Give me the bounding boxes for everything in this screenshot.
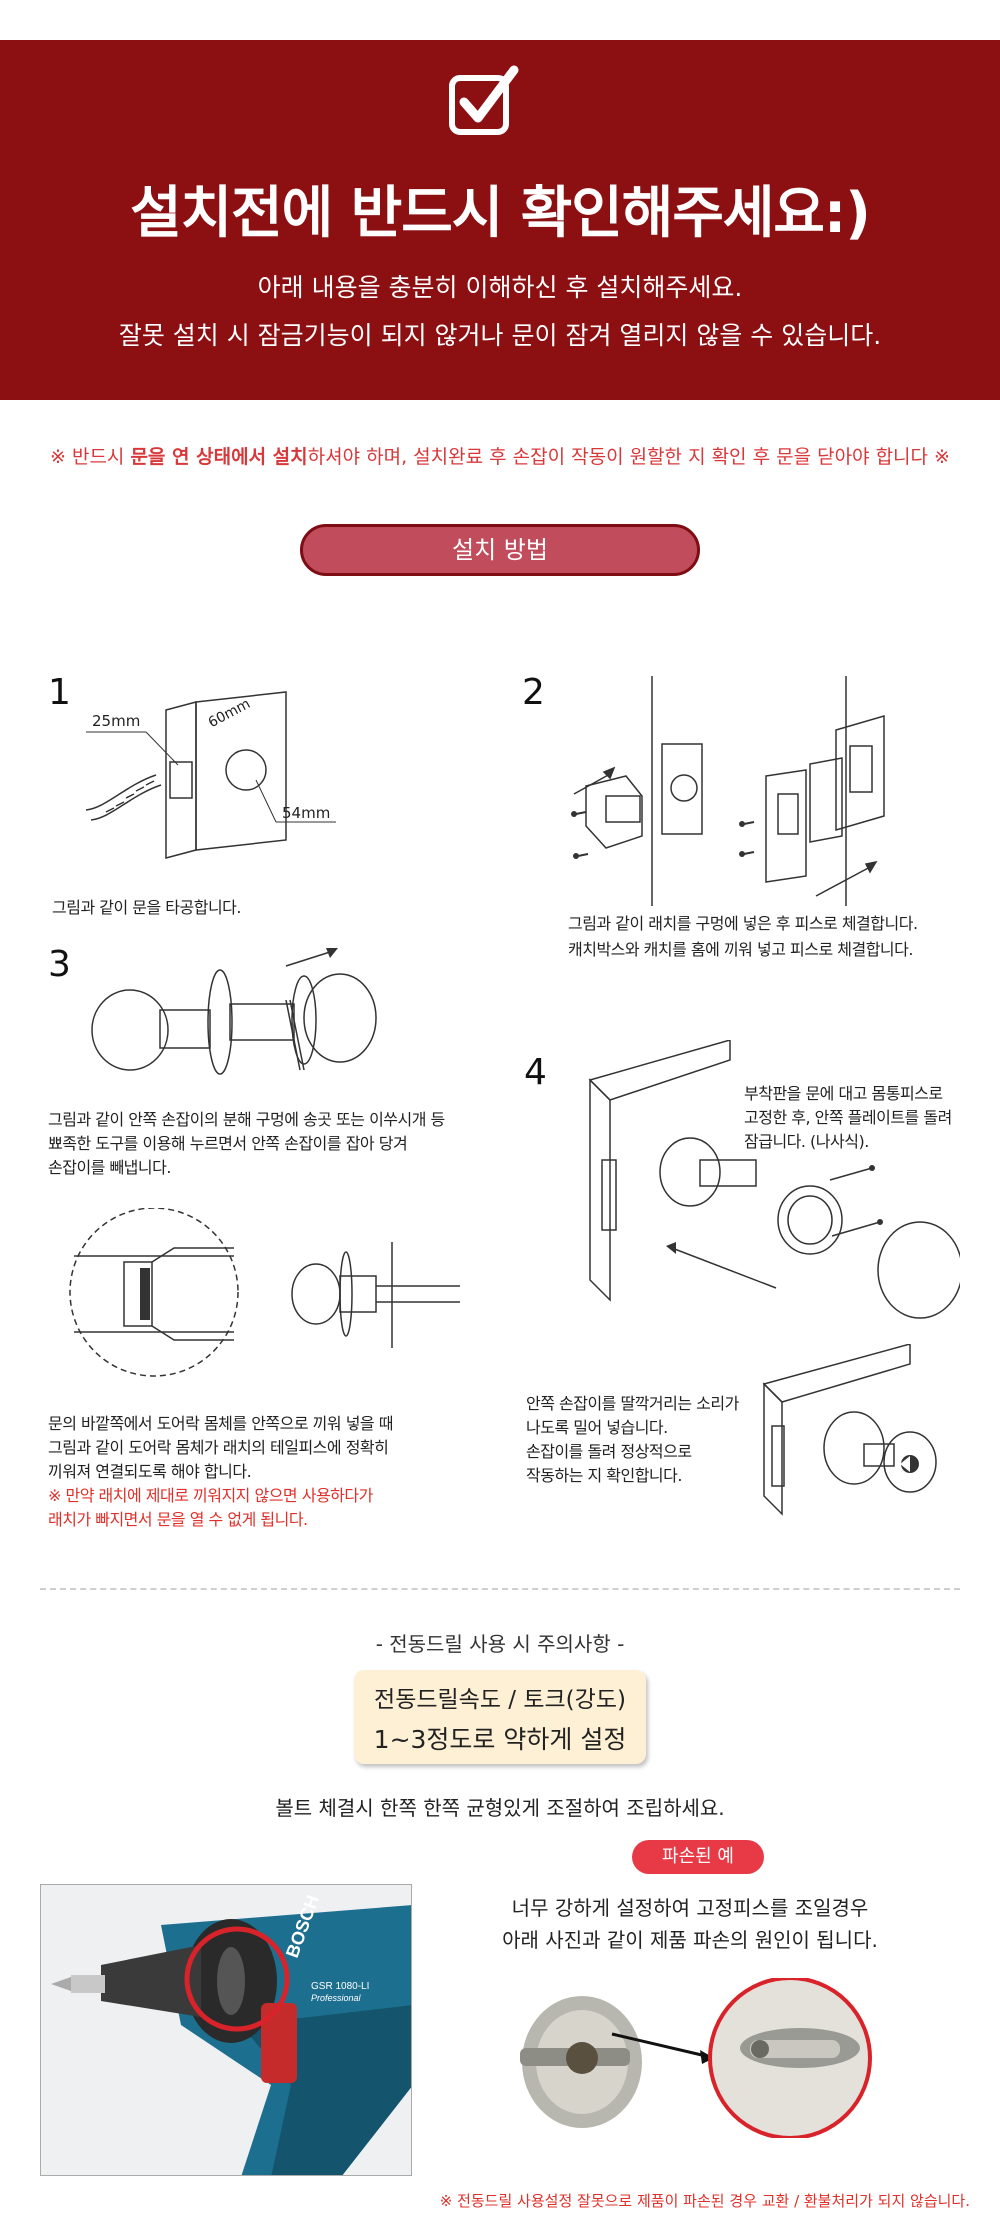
step-3-caption-1: 그림과 같이 안쪽 손잡이의 분해 구멍에 송곳 또는 이쑤시개 등 <box>48 1110 445 1129</box>
step-4b-caption-1: 안쪽 손잡이를 딸깍거리는 소리가 <box>526 1394 739 1413</box>
drill-model-sub: Professional <box>311 1993 362 2003</box>
step-2-caption-1: 그림과 같이 래치를 구멍에 넣은 후 피스로 체결합니다. <box>568 914 918 933</box>
step-3-caption-3: 손잡이를 빼냅니다. <box>48 1158 171 1177</box>
damage-foot-note: ※ 전동드릴 사용설정 잘못으로 제품이 파손된 경우 교환 / 환불처리가 되… <box>439 2192 970 2210</box>
step-3b-caption-2: 그림과 같이 도어락 몸체가 래치의 테일피스에 정확히 <box>48 1438 389 1457</box>
step-1-dim-60: 60mm <box>206 696 253 731</box>
page-title: 설치전에 반드시 확인해주세요:) <box>130 181 871 246</box>
step-3b-caption-1: 문의 바깥쪽에서 도어락 몸체를 안쪽으로 끼워 넣을 때 <box>48 1414 393 1433</box>
checkbox-check-icon <box>449 65 519 135</box>
step-2-caption-2: 캐치박스와 캐치를 홈에 끼워 넣고 피스로 체결합니다. <box>568 940 913 959</box>
step-4b-illustration <box>762 1344 937 1516</box>
drill-torque-highlight <box>184 1926 290 2032</box>
step-2-illustration <box>571 676 885 906</box>
step-4-illustration <box>588 1040 960 1319</box>
damage-example-label: 파손된 예 <box>632 1840 764 1874</box>
header-subtitle-1: 아래 내용을 충분히 이해하신 후 설치해주세요. <box>257 273 743 302</box>
step-3-caption-2: 뾰족한 도구를 이용해 누르면서 안쪽 손잡이를 잡아 당겨 <box>48 1134 408 1153</box>
drill-model-text: GSR 1080-LI <box>311 1981 369 1992</box>
step-4b-caption-3: 손잡이를 돌려 정상적으로 <box>526 1442 692 1461</box>
bolt-instruction: 볼트 체결시 한쪽 한쪽 균형있게 조절하여 조립하세요. <box>275 1796 725 1820</box>
step-3b-warning-1: ※ 만약 래치에 제대로 끼워지지 않으면 사용하다가 <box>48 1486 373 1505</box>
install-warning: ※ 반드시 문을 연 상태에서 설치하셔야 하며, 설치완료 후 손잡이 작동이… <box>0 442 1000 469</box>
step-4b-caption-2: 나도록 밀어 넣습니다. <box>526 1418 668 1437</box>
step-1-dim-54: 54mm <box>282 804 330 822</box>
drill-speed-box: 전동드릴속도 / 토크(강도) 1~3정도로 약하게 설정 <box>354 1670 646 1764</box>
step-3b-illustration <box>69 1208 460 1377</box>
step-3-number: 3 <box>48 944 71 985</box>
step-3b-caption-3: 끼워져 연결되도록 해야 합니다. <box>48 1462 252 1481</box>
step-4-caption-3: 잠급니다. (나사식). <box>744 1132 869 1151</box>
step-3-illustration <box>91 948 377 1075</box>
drill-speed-line-2: 1~3정도로 약하게 설정 <box>373 1725 627 1754</box>
damage-text-1: 너무 강하게 설정하여 고정피스를 조일경우 <box>511 1896 869 1920</box>
install-method-label: 설치 방법 <box>300 524 700 576</box>
drill-caution-heading: - 전동드릴 사용 시 주의사항 - <box>375 1632 625 1656</box>
step-1-dim-25: 25mm <box>92 712 140 730</box>
section-divider <box>40 1588 960 1590</box>
step-2-number: 2 <box>522 672 545 713</box>
step-3b-warning-2: 래치가 빠지면서 문을 열 수 없게 됩니다. <box>48 1510 308 1529</box>
step-4-number: 4 <box>524 1052 547 1093</box>
damage-photos <box>500 1976 900 2140</box>
warning-emphasis: 문을 연 상태에서 설치 <box>130 446 308 468</box>
step-4-caption-1: 부착판을 문에 대고 몸통피스로 <box>744 1084 943 1103</box>
step-1-number: 1 <box>48 672 71 713</box>
step-1-illustration: 25mm 60mm 54mm <box>86 691 336 859</box>
header-banner: 설치전에 반드시 확인해주세요:) 아래 내용을 충분히 이해하신 후 설치해주… <box>0 40 1000 400</box>
drill-photo: BOSCH GSR 1080-LI Professional <box>40 1884 412 2176</box>
step-4b-caption-4: 작동하는 지 확인합니다. <box>526 1466 682 1485</box>
step-1-caption: 그림과 같이 문을 타공합니다. <box>52 898 241 917</box>
warning-suffix: 하셔야 하며, 설치완료 후 손잡이 작동이 원할한 지 확인 후 문을 닫아야… <box>307 446 950 468</box>
header-subtitle-2: 잘못 설치 시 잠금기능이 되지 않거나 문이 잠겨 열리지 않을 수 있습니다… <box>118 321 882 350</box>
warning-prefix: ※ 반드시 <box>50 446 131 468</box>
step-4-caption-2: 고정한 후, 안쪽 플레이트를 돌려 <box>744 1108 952 1127</box>
drill-speed-line-1: 전동드릴속도 / 토크(강도) <box>374 1687 626 1713</box>
damage-text-2: 아래 사진과 같이 제품 파손의 원인이 됩니다. <box>502 1928 878 1952</box>
